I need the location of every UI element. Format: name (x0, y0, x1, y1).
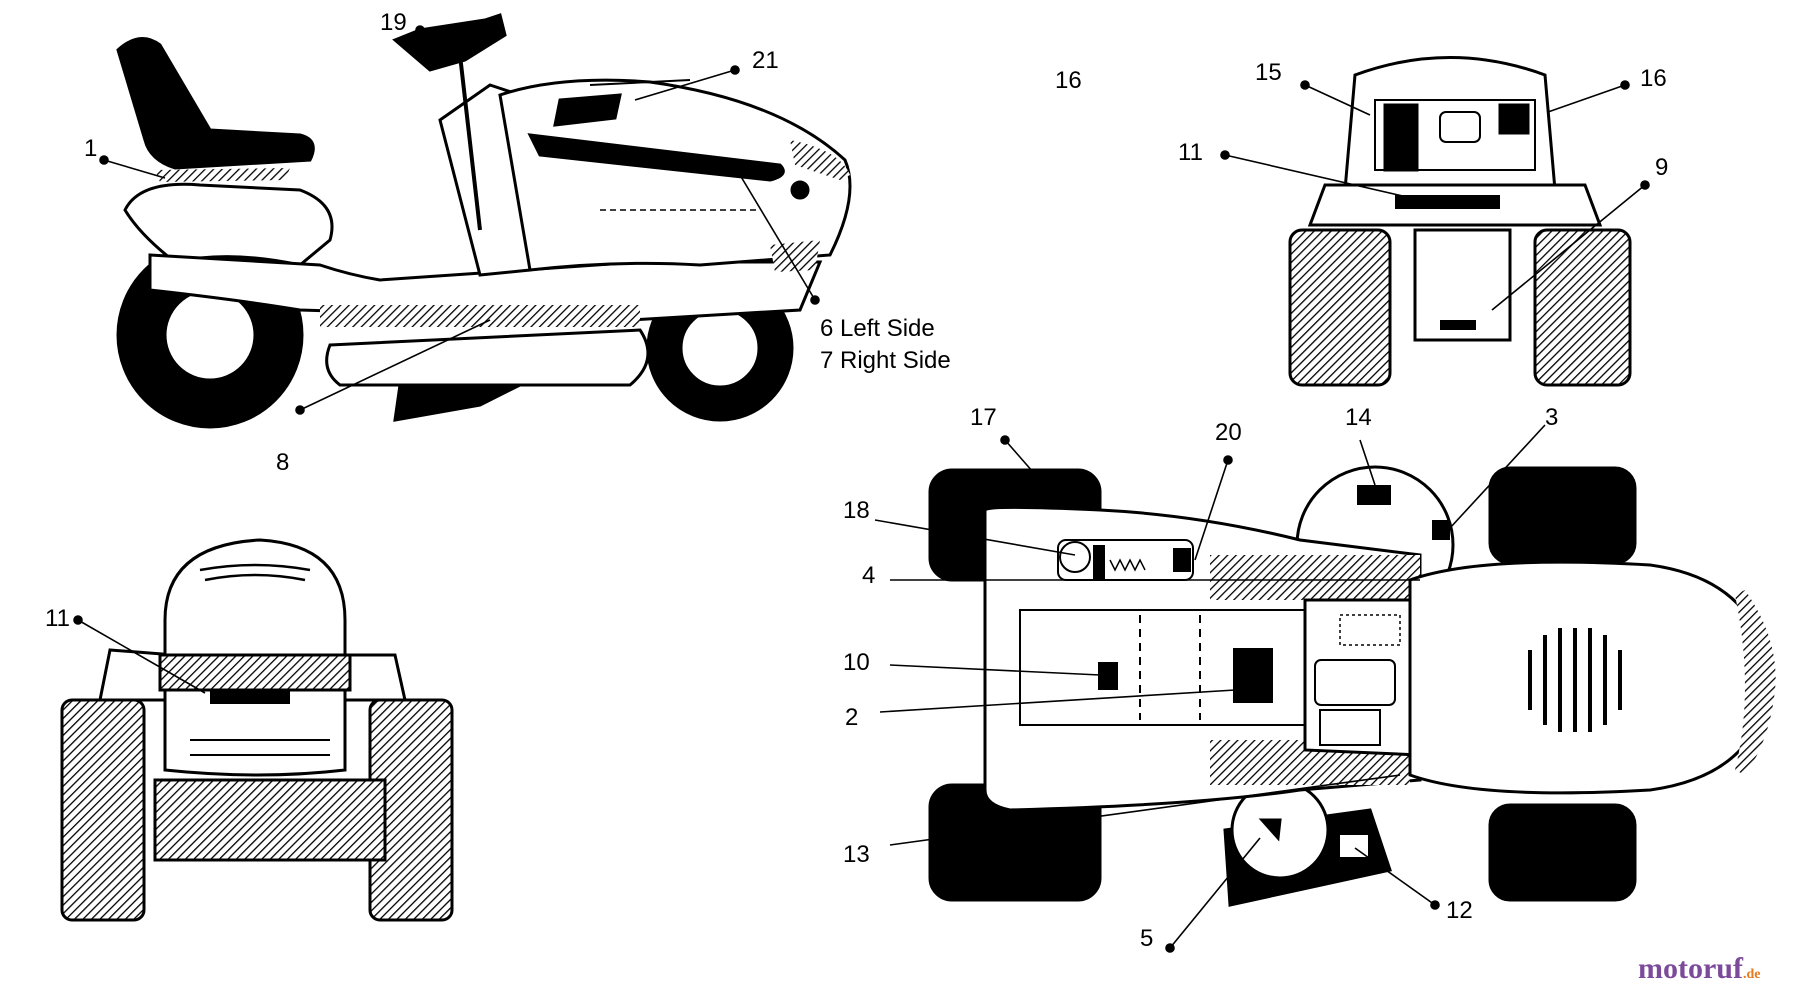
top-view-tractor (874, 424, 1776, 953)
seat (116, 37, 315, 170)
label-18: 18 (843, 497, 870, 524)
rear-fender (123, 182, 334, 267)
svg-text:motoruf.de: motoruf.de (1638, 952, 1760, 985)
label-11-rear: 11 (1178, 139, 1203, 166)
label-16-right: 16 (1640, 65, 1667, 92)
label-13: 13 (843, 841, 870, 868)
side-view-callouts (99, 25, 820, 415)
label-3: 3 (1545, 404, 1558, 431)
label-17: 17 (970, 404, 997, 431)
label-8: 8 (276, 449, 289, 476)
label-4: 4 (862, 562, 875, 589)
label-14: 14 (1345, 404, 1372, 431)
label-5: 5 (1140, 925, 1153, 952)
watermark-brand: motoruf (1638, 952, 1744, 985)
label-19: 19 (380, 9, 407, 36)
rear-view-tractor (1220, 56, 1650, 387)
label-10: 10 (843, 649, 870, 676)
label-6-left-side: 6 Left Side (820, 315, 935, 342)
side-view-tractor (99, 13, 852, 429)
label-12: 12 (1446, 897, 1473, 924)
label-16-top: 16 (1055, 67, 1082, 94)
hood (498, 78, 852, 272)
steering-wheel (392, 13, 507, 72)
label-15: 15 (1255, 59, 1282, 86)
front-view-tractor (60, 538, 454, 922)
tractor-body (148, 253, 823, 322)
watermark-logo: motoruf.de (1638, 952, 1760, 985)
callout-labels: 1 19 21 6 Left Side 7 Right Side 8 16 15… (45, 9, 1668, 952)
watermark-tld: .de (1743, 967, 1761, 982)
mower-deck (325, 328, 650, 387)
label-20: 20 (1215, 419, 1242, 446)
label-1: 1 (84, 135, 97, 162)
label-9: 9 (1655, 154, 1668, 181)
top-view-callouts (874, 424, 1546, 953)
label-7-right-side: 7 Right Side (820, 347, 951, 374)
label-2: 2 (845, 704, 858, 731)
label-21: 21 (752, 47, 779, 74)
label-11-front: 11 (45, 605, 70, 632)
